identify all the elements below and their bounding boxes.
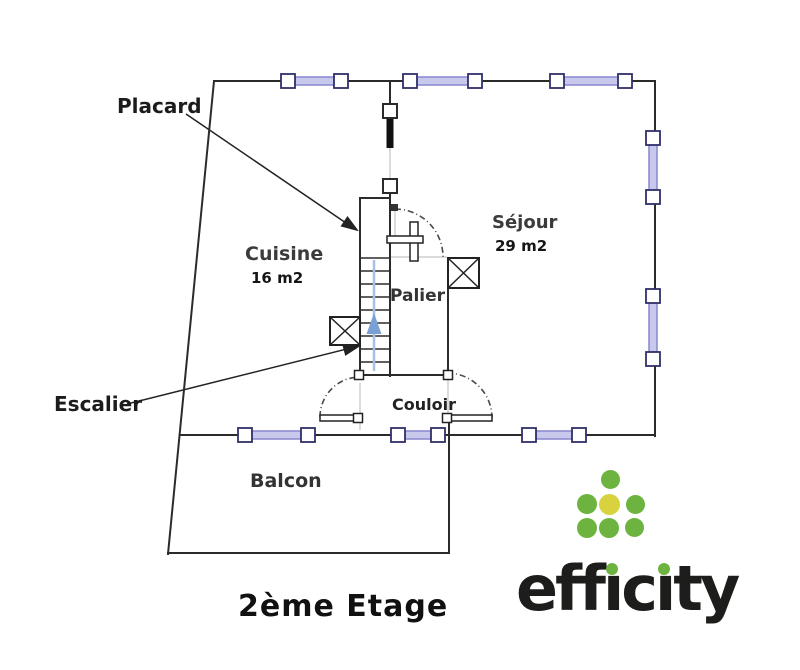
partition-connectors [382,103,398,194]
window-frames [237,73,661,443]
couloir-left-door-arc [319,376,361,418]
escalier-arrow-line [126,348,347,405]
callout-arrows [126,113,362,405]
floor-title: 2ème Etage [238,589,449,624]
palier-door-hinge [391,204,398,211]
escalier-arrowhead [342,343,362,356]
escalier-callout-label: Escalier [54,392,143,416]
room-label-sejour: Séjour [492,212,558,233]
interior-walls [358,80,450,377]
stair-direction-arrow-icon [366,260,382,371]
placard-arrowhead [340,216,359,232]
door-swing-arcs [319,208,493,419]
palier-door-arc [394,208,444,258]
placard-callout-label: Placard [117,94,202,118]
room-label-cuisine: Cuisine [245,243,324,265]
slanted-left-wall [166,79,216,556]
couloir-left-door-leaf [319,414,359,422]
room-label-balcon: Balcon [250,470,322,492]
room-label-couloir: Couloir [392,395,456,414]
door-leaves [319,369,493,424]
partition-solid-post [386,116,394,148]
couloir-right-door-arc [446,372,493,419]
crossed-box-right-icon [447,257,480,289]
room-label-palier: Palier [390,286,446,306]
crossed-box-left-icon [329,316,361,346]
room-area-sejour: 29 m2 [495,237,548,255]
room-area-cuisine: 16 m2 [251,269,304,287]
windows-layer [237,73,661,443]
placard-arrow-line [185,113,347,224]
couloir-right-door-leaf [448,414,493,422]
palier-cross-fixture [386,221,424,262]
